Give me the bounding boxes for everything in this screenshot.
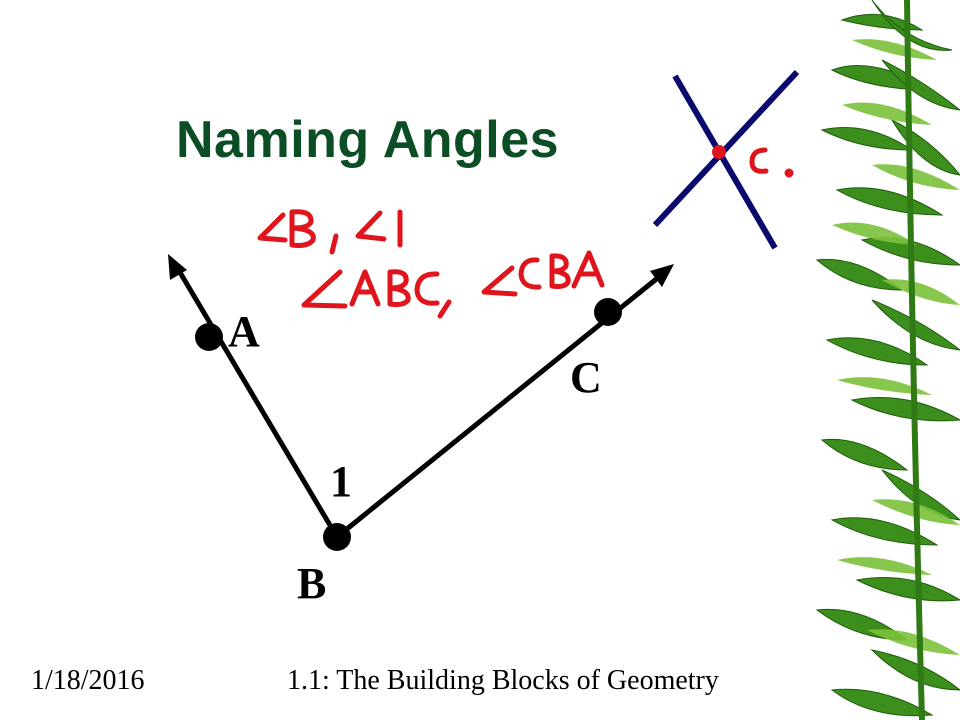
intersecting-line-2	[652, 69, 800, 228]
point-c	[594, 298, 622, 326]
ray-ba	[172, 262, 340, 539]
ray-ba-arrowhead	[168, 254, 187, 280]
point-a-label: A	[228, 307, 260, 356]
angle-number-label: 1	[330, 457, 352, 506]
angle-figure	[168, 69, 800, 551]
handwritten-annotations	[257, 147, 794, 319]
bamboo-border-image	[812, 0, 960, 720]
footer-date: 1/18/2016	[31, 665, 145, 696]
footer-section-title: 1.1: The Building Blocks of Geometry	[287, 665, 719, 696]
slide-title: Naming Angles	[176, 111, 560, 169]
ray-bc-arrowhead	[650, 264, 674, 287]
intersection-point	[712, 145, 726, 159]
point-b	[323, 523, 351, 551]
point-b-label: B	[297, 559, 327, 608]
intersecting-line-1	[672, 74, 778, 250]
point-a	[195, 323, 223, 351]
point-c-label: C	[570, 353, 602, 402]
